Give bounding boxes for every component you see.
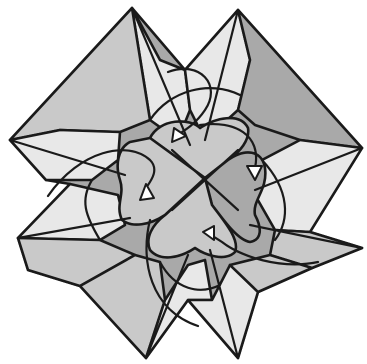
flap-top-left-inner (10, 8, 150, 140)
flap-left (10, 130, 120, 180)
flap-left-lower (18, 184, 125, 240)
